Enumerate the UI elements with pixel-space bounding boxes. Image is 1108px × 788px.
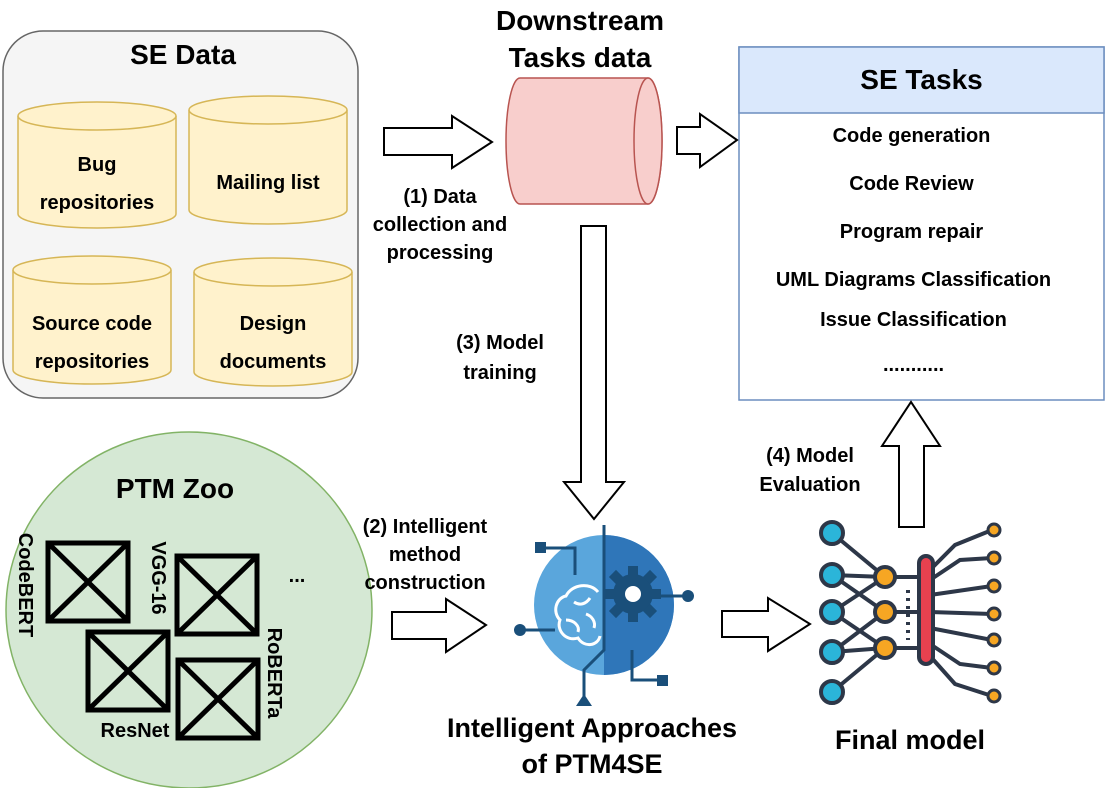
arrow-approaches-to-final [721,596,812,653]
task-uml-classification: UML Diagrams Classification [775,269,1052,291]
design-documents-line2: documents [219,351,327,373]
se-tasks-header [738,46,1105,114]
task-code-generation: Code generation [832,125,991,147]
task-issue-classification: Issue Classification [820,309,1007,331]
se-tasks-title: SE Tasks [860,64,983,95]
step4-line1: (4) Model [766,445,854,467]
cylinder-mailing-list [188,95,348,225]
final-model-label: Final model [834,725,986,755]
vgg16-model-icon [174,553,260,637]
model-roberta-label: RoBERTa [263,627,285,719]
bug-repositories-line2: repositories [39,192,155,214]
downstream-cylinder [505,77,663,205]
task-program-repair: Program repair [839,221,984,243]
codebert-model-icon [45,540,131,624]
source-code-line1: Source code [31,313,153,335]
step1-line3: processing [386,242,494,264]
model-resnet-label: ResNet [100,720,170,742]
step1-line2: collection and [372,214,508,236]
step3-line1: (3) Model [456,332,544,354]
task-code-review: Code Review [849,173,974,195]
approaches-title-line2: of PTM4SE [521,749,663,779]
cylinder-design-documents [193,257,353,387]
se-data-title: SE Data [130,39,236,70]
ptm-zoo-title: PTM Zoo [115,473,235,504]
roberta-model-icon [175,657,261,741]
step4-line2: Evaluation [759,474,861,496]
bug-repositories-line1: Bug [77,154,117,176]
step3-line2: training [463,362,537,384]
arrow-zoo-to-approaches [391,597,488,654]
step1-line1: (1) Data [403,186,477,208]
ai-brain-gear-icon [500,525,706,707]
step2-line1: (2) Intelligent [362,516,488,538]
arrow-data-to-downstream [383,114,494,170]
model-vgg16-label: VGG-16 [147,541,169,615]
downstream-title-line2: Tasks data [508,42,652,73]
arrow-final-to-tasks [880,400,942,528]
downstream-title-line1: Downstream [495,5,665,36]
model-more-label: ... [288,565,306,587]
final-model-network-icon [819,520,1002,705]
arrow-downstream-to-tasks [676,112,739,169]
cylinder-bug-repositories [17,101,177,229]
design-documents-line1: Design [239,313,307,335]
source-code-line2: repositories [34,351,150,373]
step2-line2: method [388,544,462,566]
cylinder-source-code [12,255,172,385]
mailing-list-label: Mailing list [216,172,320,194]
step2-line3: construction [364,572,486,594]
task-more: ........... [882,354,945,376]
approaches-title-line1: Intelligent Approaches [446,713,738,743]
resnet-model-icon [85,629,171,713]
arrow-downstream-to-approaches [561,225,627,521]
model-codebert-label: CodeBERT [14,532,36,638]
